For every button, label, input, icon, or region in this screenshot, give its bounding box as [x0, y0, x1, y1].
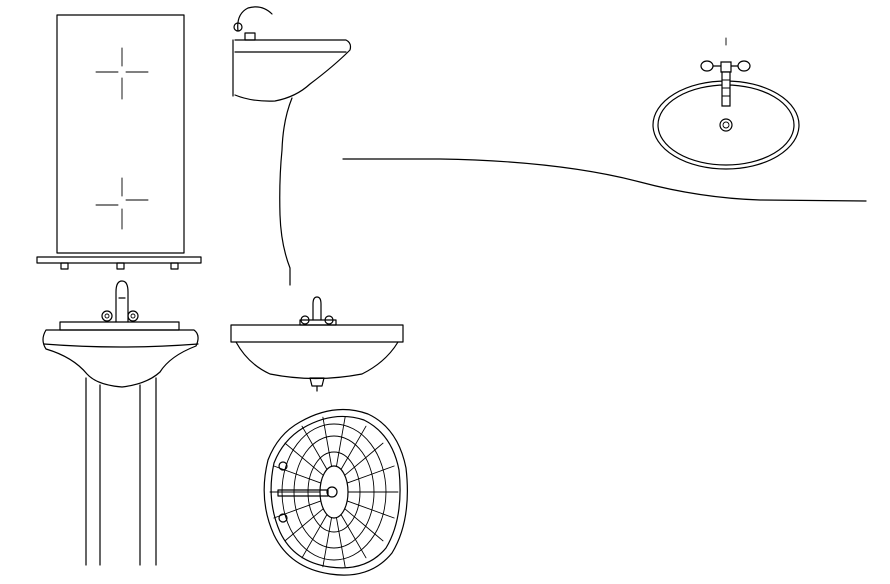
basin-bowl-band	[44, 344, 198, 347]
faucet-base	[245, 33, 255, 40]
wireframe-spoke	[347, 466, 394, 483]
faucet-handle-left-wall	[301, 316, 309, 324]
faucet-handle-left	[701, 61, 713, 71]
faucet-plate	[300, 320, 336, 325]
wireframe-spoke	[323, 518, 332, 567]
faucet-knob-side	[234, 23, 242, 31]
mirror-elevation	[37, 15, 201, 269]
wireframe-inner-rim	[271, 416, 400, 567]
mirror-sparkle-bottom	[96, 178, 148, 229]
wireframe-spoke	[274, 466, 321, 483]
wireframe-spoke	[285, 509, 323, 541]
basin-wireframe	[264, 410, 407, 576]
faucet-center-body	[721, 62, 731, 72]
pedestal-column	[86, 378, 156, 565]
wireframe-handle-bottom	[279, 514, 287, 522]
countertop-basin-plan	[653, 38, 799, 169]
wireframe-spoke	[285, 443, 323, 475]
faucet-spout-side	[238, 7, 272, 31]
drain-pipe-curve	[280, 98, 292, 285]
wireframe-spoke	[341, 426, 366, 469]
wireframe-spoke	[302, 426, 327, 469]
wireframe-drain	[327, 487, 337, 497]
faucet-handle-right-wall	[325, 316, 333, 324]
basin-side-profile	[235, 40, 351, 101]
basin-bowl-profile	[236, 342, 398, 379]
wireframe-faucet-bar	[278, 490, 328, 496]
mirror-frame	[57, 15, 184, 253]
wireframe-spoke	[336, 417, 345, 466]
break-line	[343, 159, 866, 201]
wireframe-bowl-center	[320, 466, 348, 518]
wall-basin-side	[233, 7, 351, 285]
basin-top-slab	[231, 325, 403, 342]
pedestal-basin-front	[43, 281, 198, 565]
shelf-bracket-middle	[117, 263, 124, 269]
wireframe-spoke	[345, 443, 383, 475]
faucet-handle-right-front	[128, 311, 138, 321]
drain-trap	[310, 378, 324, 386]
wireframe-spoke	[336, 518, 345, 567]
wireframe-spoke	[347, 501, 394, 518]
wireframe-spoke	[345, 509, 383, 541]
shelf-bracket-right	[171, 263, 178, 269]
faucet-handle-left-front	[102, 311, 112, 321]
faucet-spout-front	[313, 297, 321, 320]
basin-bowl-front	[43, 330, 198, 387]
mirror-sparkle-top	[96, 48, 148, 99]
shelf	[37, 257, 201, 263]
faucet-spout-plan	[722, 72, 730, 106]
basin-countertop	[60, 322, 179, 330]
wall-basin-front	[231, 297, 403, 391]
wireframe-spoke	[323, 417, 332, 466]
wireframe-spoke	[302, 515, 327, 558]
faucet-handle-right	[738, 61, 750, 71]
faucet-body-front	[116, 281, 128, 322]
wireframe-outer-rim	[264, 410, 407, 576]
basin-drain	[720, 119, 732, 131]
shelf-bracket-left	[61, 263, 68, 269]
wireframe-spoke	[274, 501, 321, 518]
wireframe-handle-top	[279, 462, 287, 470]
wireframe-spoke	[341, 515, 366, 558]
basin-drain-inner	[723, 122, 729, 128]
